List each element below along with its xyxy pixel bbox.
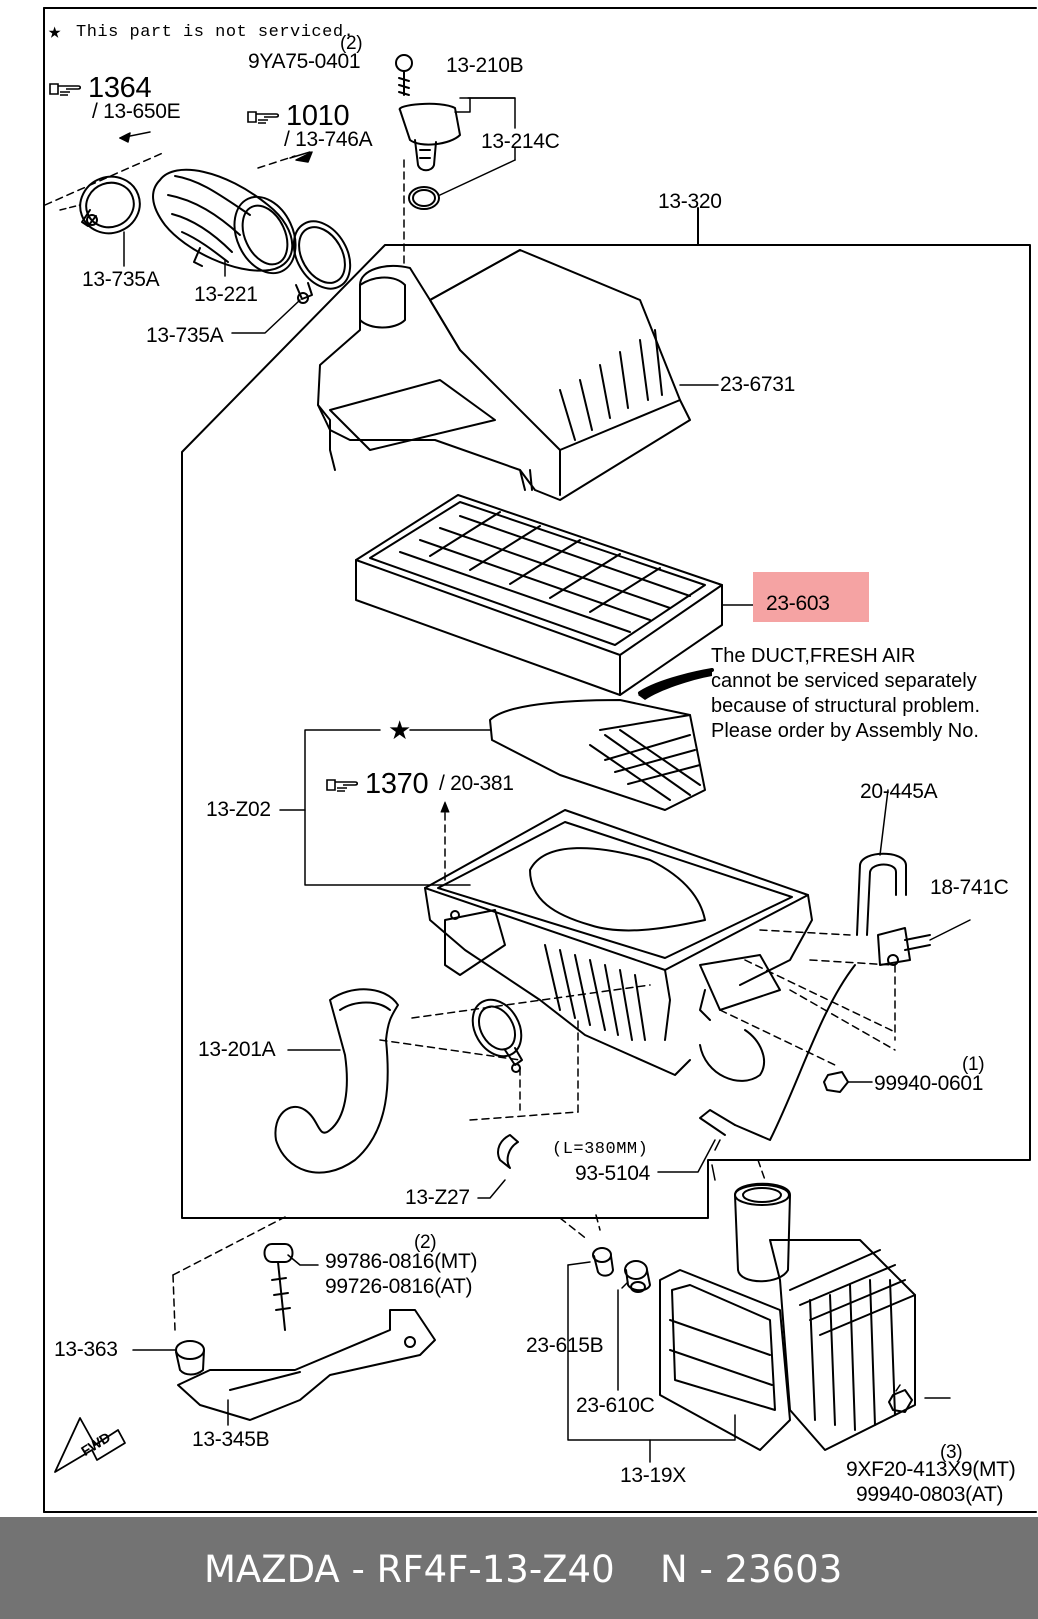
legend-note: This part is not serviced. (76, 23, 355, 42)
part-label-13-221[interactable]: 13-221 (194, 283, 258, 306)
pointing-hand-icon (247, 111, 280, 124)
clip-part (497, 1134, 519, 1169)
ref-number: 1370 (365, 768, 429, 800)
part-label-13-z02[interactable]: 13-Z02 (206, 798, 271, 821)
hose-length-label: (L=380MM) (552, 1140, 649, 1159)
ref-sub: / 20-381 (439, 772, 514, 795)
air-cleaner-cover-part (317, 249, 719, 501)
part-label-13-210b[interactable]: 13-210B (446, 54, 524, 77)
part-label-13-735a[interactable]: 13-735A (82, 268, 160, 291)
ref-sub: / 13-650E (92, 100, 181, 123)
note-line: cannot be serviced separately (711, 670, 977, 692)
note-line: because of structural problem. (711, 695, 981, 717)
service-note: The DUCT,FRESH AIR cannot be serviced se… (711, 644, 980, 744)
nut-part (823, 1071, 849, 1093)
part-label-13-345b[interactable]: 13-345B (192, 1428, 270, 1451)
grommet-parts (592, 1247, 651, 1293)
assembly-frame (181, 207, 1031, 1219)
vacuum-hose-part (856, 789, 971, 966)
footer-bar (0, 1517, 1038, 1619)
ref-number: 1364 (88, 72, 152, 104)
part-label-13-320[interactable]: 13-320 (658, 190, 722, 213)
part-label-99940-0803[interactable]: 99940-0803(AT) (856, 1483, 1004, 1506)
ref-sub: / 13-746A (284, 128, 373, 151)
footer-part-number: MAZDA - RF4F-13-Z40 (204, 1548, 615, 1591)
fresh-air-duct-part (489, 668, 714, 811)
part-label-18-741c[interactable]: 18-741C (930, 876, 1009, 899)
highlight-box (753, 572, 869, 622)
note-line: The DUCT,FRESH AIR (711, 645, 916, 667)
part-label-9ya75-0401[interactable]: 9YA75-0401 (248, 50, 361, 73)
pointing-hand-icon (49, 83, 82, 96)
resonator-duct-part (659, 1182, 916, 1451)
part-label-13-z27[interactable]: 13-Z27 (405, 1186, 470, 1209)
part-label-23-6731[interactable]: 23-6731 (720, 373, 795, 396)
part-label-13-735a[interactable]: 13-735A (146, 324, 224, 347)
qty-label: (1) (962, 1054, 985, 1075)
part-label-23-610c[interactable]: 23-610C (576, 1394, 655, 1417)
pointing-hand-icon (326, 779, 359, 792)
mass-airflow-sensor-part (395, 54, 461, 266)
qty-label: (3) (940, 1442, 963, 1463)
part-label-13-214c[interactable]: 13-214C (481, 130, 560, 153)
intake-duct-part (274, 988, 399, 1174)
nut-part-2 (888, 1389, 913, 1413)
part-label-23-603[interactable]: 23-603 (766, 592, 830, 615)
star-mark-icon: ★ (388, 715, 412, 745)
part-label-20-445a[interactable]: 20-445A (860, 780, 938, 803)
part-label-9xf20-413x9[interactable]: 9XF20-413X9(MT) (846, 1458, 1016, 1481)
footer-reference: N - 23603 (660, 1548, 843, 1591)
part-label-13-19x[interactable]: 13-19X (620, 1464, 686, 1487)
part-label-13-201a[interactable]: 13-201A (198, 1038, 276, 1061)
breather-hose-part (657, 964, 856, 1181)
part-label-99726-0816[interactable]: 99726-0816(AT) (325, 1275, 473, 1298)
fwd-arrow-icon (54, 1417, 126, 1473)
legend-star-icon: ★ (48, 20, 62, 45)
part-label-99786-0816[interactable]: 99786-0816(MT) (325, 1250, 478, 1273)
part-label-23-615b[interactable]: 23-615B (526, 1334, 604, 1357)
ref-number: 1010 (286, 100, 350, 132)
note-line: Please order by Assembly No. (711, 720, 979, 742)
part-label-13-363[interactable]: 13-363 (54, 1338, 118, 1361)
air-cleaner-case-part (424, 809, 813, 1082)
qty-label: (2) (414, 1232, 437, 1253)
part-label-99940-0601[interactable]: 99940-0601 (874, 1072, 984, 1095)
bracket-part (175, 1243, 436, 1421)
air-filter-element-part (355, 494, 761, 696)
part-label-93-5104[interactable]: 93-5104 (575, 1162, 650, 1185)
qty-label: (2) (340, 33, 363, 54)
